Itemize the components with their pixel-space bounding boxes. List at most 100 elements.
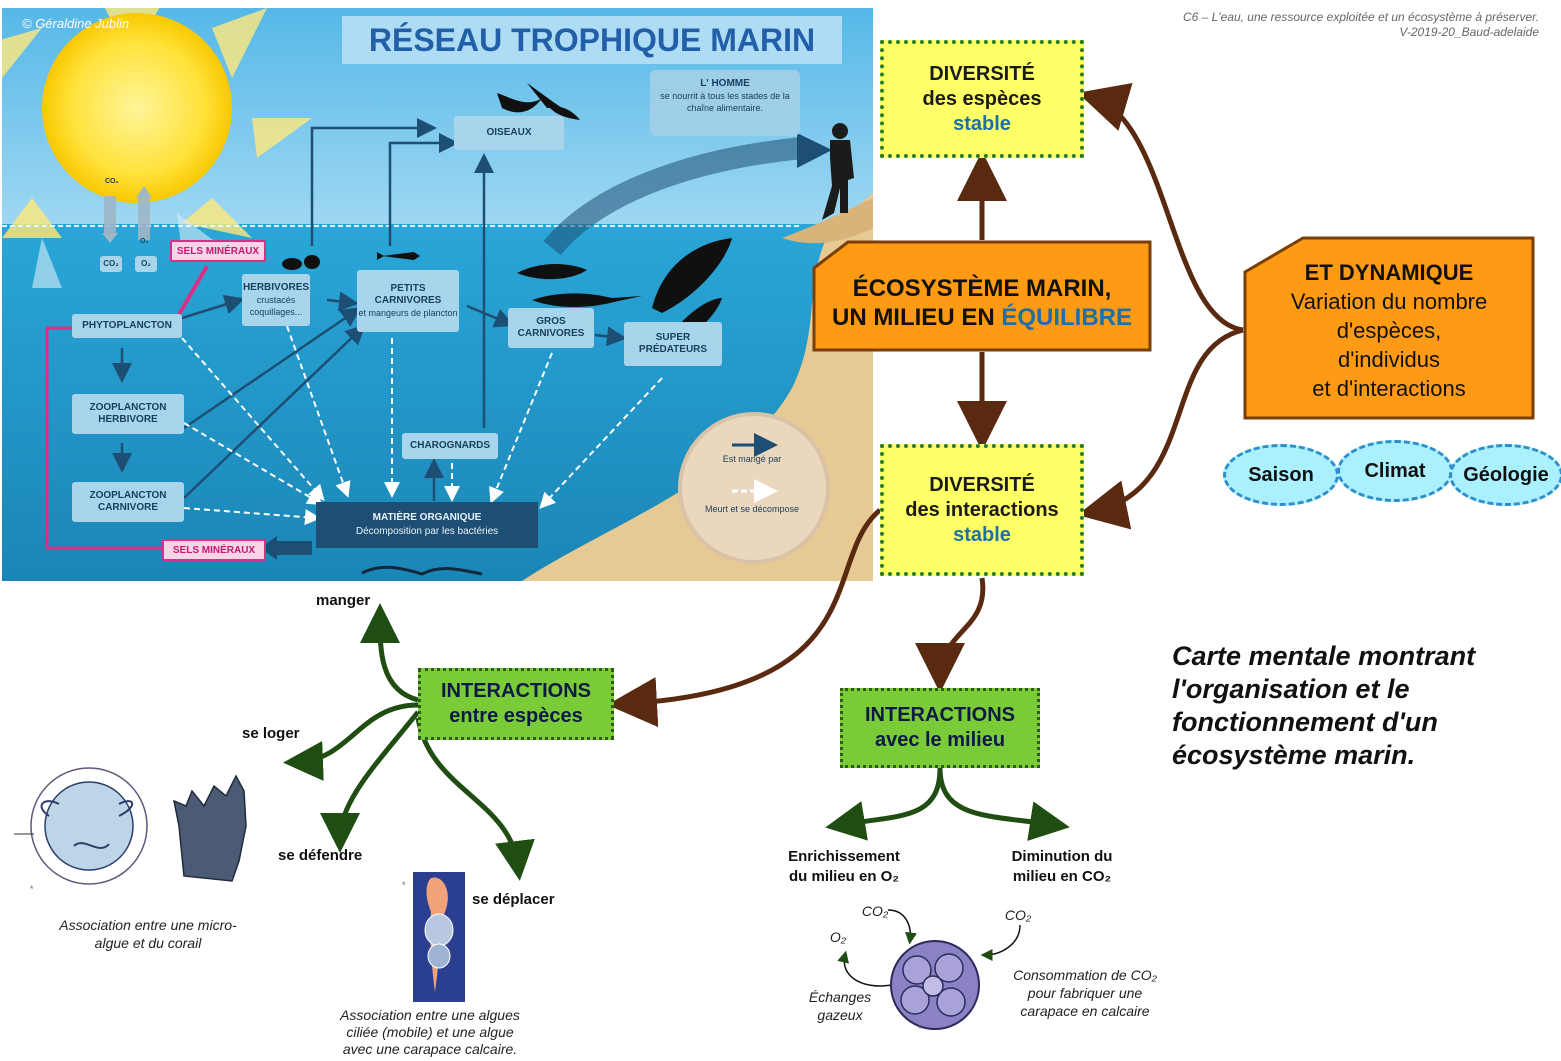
- zooplancton-carnivore-box: ZOOPLANCTON CARNIVORE: [72, 482, 184, 522]
- bird-icon: [497, 83, 580, 120]
- echanges-line-2: gazeux: [817, 1007, 863, 1023]
- branch-se-deplacer: se déplacer: [472, 891, 555, 908]
- co2-box: CO₂: [100, 256, 122, 272]
- interactions-especes-line-1: INTERACTIONS: [441, 680, 591, 702]
- cocco-co2-right-label: CO₂: [1004, 907, 1032, 923]
- petits-carnivores-subtitle: et mangeurs de plancton: [358, 308, 458, 318]
- branch-se-loger: se loger: [242, 725, 300, 742]
- star-mark-ciliate: *: [402, 880, 406, 890]
- diversite-especes-stable: stable: [953, 112, 1011, 135]
- interactions-especes-line-2: entre espèces: [449, 705, 583, 727]
- human-icon: [822, 123, 854, 220]
- cocco-o2-label: O₂: [829, 929, 847, 945]
- petits-carnivores-title: PETITS CARNIVORES: [374, 283, 442, 306]
- ciliate-illustration: [413, 872, 465, 1002]
- summary-line-3: fonctionnement d'un: [1172, 707, 1438, 737]
- header-line-1: C6 – L'eau, une ressource exploitée et u…: [1182, 10, 1539, 24]
- echanges-line-1: Échanges: [808, 989, 872, 1005]
- zooplancton-herbivore-box: ZOOPLANCTON HERBIVORE: [72, 394, 184, 434]
- star-mark-cocco: *: [918, 1024, 922, 1034]
- factor-climat: Climat: [1337, 440, 1453, 502]
- diversite-interactions-stable: stable: [953, 523, 1011, 546]
- shell-icon: [304, 255, 320, 269]
- diminution-line-2: milieu en CO₂: [1012, 868, 1112, 885]
- dynamique-node: ET DYNAMIQUE Variation du nombre d'espèc…: [1243, 236, 1535, 420]
- header-line-2: V-2019-20_Baud-adelaide: [1399, 25, 1539, 39]
- charognards-box: CHAROGNARDS: [402, 433, 498, 459]
- factor-saison: Saison: [1223, 444, 1339, 506]
- center-node-shape: [812, 240, 1152, 352]
- consommation-label: Consommation de CO₂ pour fabriquer une c…: [990, 966, 1180, 1020]
- legend-decompose-label: Meurt et se décompose: [704, 504, 800, 514]
- caption-ciliate-line-2: ciliée (mobile) et une algue: [346, 1024, 514, 1040]
- fish-icon: [377, 252, 420, 260]
- matiere-organique-box: MATIÈRE ORGANIQUE Décomposition par les …: [316, 502, 538, 548]
- enrichissement-line-2: du milieu en O₂: [788, 868, 899, 885]
- branch-se-defendre: se défendre: [278, 847, 363, 864]
- branch-manger: manger: [316, 592, 371, 609]
- matiere-organique-subtitle: Décomposition par les bactéries: [355, 526, 499, 537]
- summary-text: Carte mentale montrant l'organisation et…: [1172, 640, 1542, 772]
- herbivores-subtitle: crustacés coquillages...: [249, 295, 303, 317]
- ecosysteme-center-node: ÉCOSYSTÈME MARIN, UN MILIEU EN ÉQUILIBRE: [812, 240, 1152, 352]
- caption-coral: Association entre une micro- algue et du…: [30, 916, 266, 952]
- homme-subtitle: se nourrit à tous les stades de la chaîn…: [660, 91, 790, 113]
- dynamique-title: ET DYNAMIQUE: [1304, 260, 1474, 285]
- diversite-interactions-line-2: des interactions: [905, 498, 1059, 521]
- enrichissement-label: Enrichissement du milieu en O₂: [780, 847, 908, 887]
- center-line-2: UN MILIEU EN ÉQUILIBRE: [812, 303, 1152, 332]
- sun-icon: [2, 8, 312, 238]
- legend-eaten-label: Est mangé par: [722, 454, 782, 464]
- caption-coral-line-2: algue et du corail: [94, 935, 202, 951]
- diversite-especes-line-2: des espèces: [922, 87, 1042, 110]
- interactions-especes-node: INTERACTIONS entre espèces: [418, 668, 614, 740]
- whale-icon: [652, 238, 732, 313]
- cocco-co2-in-label: CO₂: [861, 903, 889, 919]
- summary-line-2: l'organisation et le: [1172, 674, 1410, 704]
- coral-algae-illustration: [14, 767, 247, 885]
- super-predateurs-box: SUPER PRÉDATEURS: [624, 322, 722, 366]
- center-line-1: ÉCOSYSTÈME MARIN,: [852, 275, 1112, 302]
- sels-mineraux-bottom: SELS MINÉRAUX: [162, 539, 266, 561]
- star-mark-coral: *: [30, 884, 34, 894]
- echanges-gazeux-label: Échanges gazeux: [795, 988, 885, 1024]
- dynamique-line-2: d'espèces,: [1336, 318, 1442, 343]
- diminution-label: Diminution du milieu en CO₂: [1002, 847, 1122, 887]
- summary-line-4: écosystème marin.: [1172, 740, 1416, 770]
- interactions-milieu-node: INTERACTIONS avec le milieu: [840, 688, 1040, 768]
- center-line-2a: UN MILIEU EN: [831, 304, 1002, 331]
- herbivores-box: HERBIVORES crustacés coquillages...: [242, 274, 310, 326]
- fish-icon: [517, 264, 587, 280]
- swordfish-icon: [532, 293, 642, 307]
- shell-icon: [282, 258, 302, 270]
- caption-coral-line-1: Association entre une micro-: [59, 917, 237, 933]
- petits-carnivores-box: PETITS CARNIVORES et mangeurs de plancto…: [357, 270, 459, 332]
- factor-geologie: Géologie: [1449, 444, 1561, 506]
- summary-line-1: Carte mentale montrant: [1172, 641, 1476, 671]
- consommation-line-2: pour fabriquer une: [1027, 985, 1143, 1001]
- diversite-interactions-line-1: DIVERSITÉ: [929, 473, 1035, 496]
- coccolithophore-illustration: [890, 940, 980, 1030]
- copyright-label: © Géraldine Jublin: [22, 16, 130, 31]
- dynamique-line-3: d'individus: [1337, 347, 1441, 372]
- herbivores-title: HERBIVORES: [242, 282, 310, 293]
- co2-label: CO₂: [105, 178, 119, 185]
- sels-mineraux-top: SELS MINÉRAUX: [170, 240, 266, 262]
- diminution-line-1: Diminution du: [1011, 848, 1113, 865]
- diversite-especes-node: DIVERSITÉ des espèces stable: [880, 40, 1084, 158]
- interactions-milieu-line-1: INTERACTIONS: [865, 704, 1015, 726]
- caption-ciliate: Association entre une algues ciliée (mob…: [300, 1007, 560, 1058]
- homme-box: L' HOMME se nourrit à tous les stades de…: [650, 70, 800, 136]
- o2-label: O₂: [140, 238, 149, 245]
- food-web-illustration: © Géraldine Jublin RÉSEAU TROPHIQUE MARI…: [2, 8, 873, 581]
- center-line-2b: ÉQUILIBRE: [1001, 304, 1133, 331]
- dynamique-line-4: et d'interactions: [1312, 376, 1466, 401]
- consommation-line-1: Consommation de CO₂: [1013, 967, 1157, 983]
- diversite-especes-line-1: DIVERSITÉ: [929, 62, 1035, 85]
- matiere-organique-title: MATIÈRE ORGANIQUE: [372, 512, 482, 523]
- diversite-interactions-node: DIVERSITÉ des interactions stable: [880, 444, 1084, 576]
- homme-title: L' HOMME: [700, 78, 750, 89]
- oiseaux-box: OISEAUX: [454, 116, 564, 150]
- document-header: C6 – L'eau, une ressource exploitée et u…: [1183, 10, 1539, 40]
